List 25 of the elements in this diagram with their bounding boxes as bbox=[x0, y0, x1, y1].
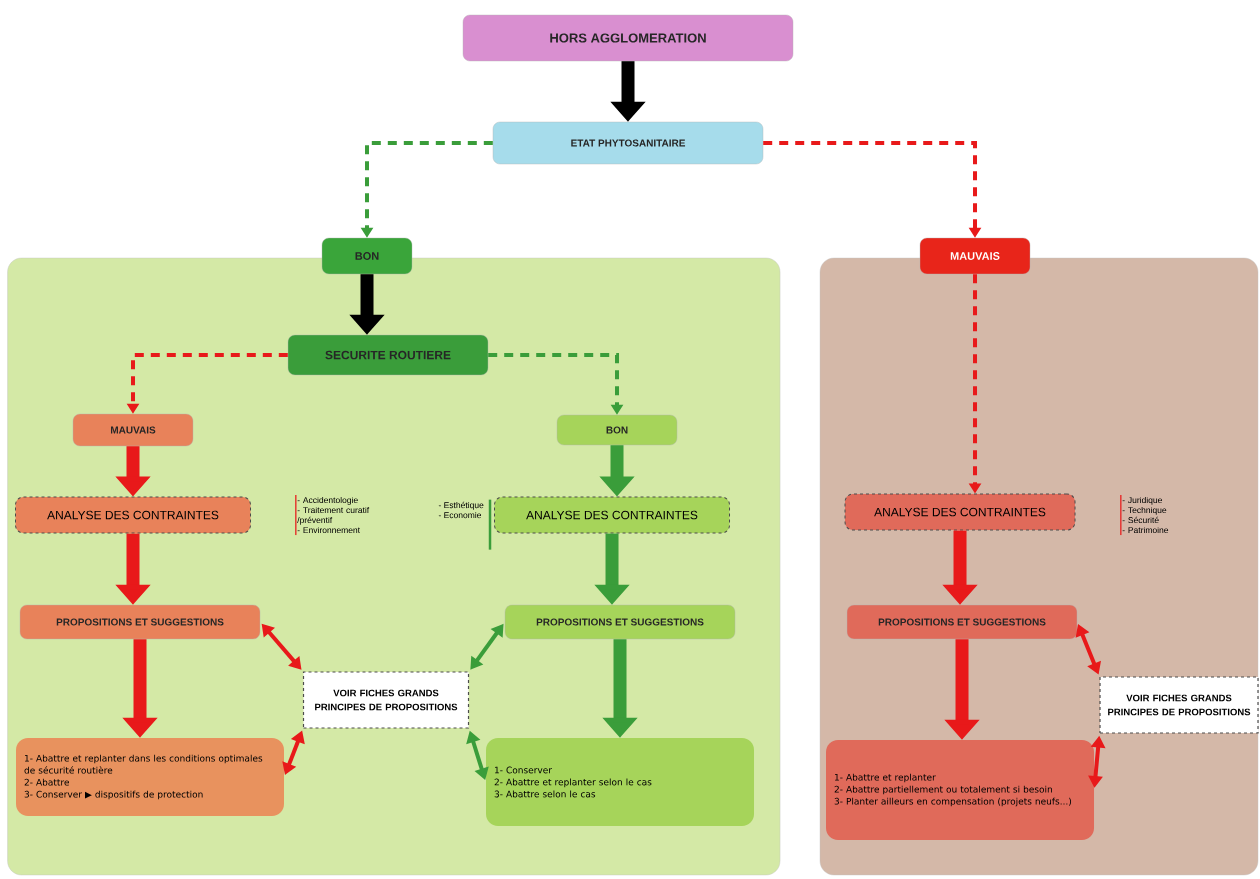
constraint-list: - Juridique - Technique - Sécurité - Patrimoine bbox=[1120, 494, 1169, 536]
node-label: - Technique bbox=[1122, 506, 1167, 515]
process-box: ETAT PHYTOSANITAIRE bbox=[492, 121, 764, 165]
process-box: MAUVAIS bbox=[919, 237, 1031, 275]
analysis-box: ANALYSE DES CONTRAINTES bbox=[844, 493, 1076, 531]
process-box: MAUVAIS bbox=[72, 413, 194, 447]
node-label: - Juridique bbox=[1122, 496, 1162, 505]
process-box: BON bbox=[321, 237, 413, 275]
reference-box: VOIR FICHES GRANDS PRINCIPES DE PROPOSITIONS bbox=[1099, 676, 1259, 734]
constraint-list: - Accidentologie - Traitement curatif /préventif - Environnement bbox=[295, 494, 370, 536]
process-box: PROPOSITIONS ET SUGGESTIONS bbox=[504, 604, 736, 640]
process-box: SECURITE ROUTIERE bbox=[287, 334, 489, 376]
reference-box: VOIR FICHES GRANDS PRINCIPES DE PROPOSITIONS bbox=[302, 671, 470, 729]
analysis-box: ANALYSE DES CONTRAINTES bbox=[494, 496, 730, 534]
text-box: 1- Abattre et replanter 2- Abattre partiellement ou totalement si besoin 3- Planter ailleurs en compensation (projets neufs...) bbox=[826, 740, 1094, 840]
process-box: PROPOSITIONS ET SUGGESTIONS bbox=[19, 604, 261, 640]
node-label: - Patrimoine bbox=[1122, 526, 1169, 534]
process-box: BON bbox=[556, 414, 678, 446]
process-box: HORS AGGLOMERATION bbox=[462, 14, 794, 62]
analysis-box: ANALYSE DES CONTRAINTES bbox=[15, 496, 251, 534]
process-box: PROPOSITIONS ET SUGGESTIONS bbox=[846, 604, 1078, 640]
text-box: 1- Conserver 2- Abattre et replanter selon le cas 3- Abattre selon le cas bbox=[486, 738, 754, 826]
node-label: - Sécurité bbox=[1122, 516, 1159, 524]
constraint-list: - Esthétique - Economie bbox=[438, 501, 484, 519]
text-box: 1- Abattre et replanter dans les conditions optimales de sécurité routière 2- Abattre 3- Conserver ▶ dispositifs de protection bbox=[16, 738, 284, 816]
